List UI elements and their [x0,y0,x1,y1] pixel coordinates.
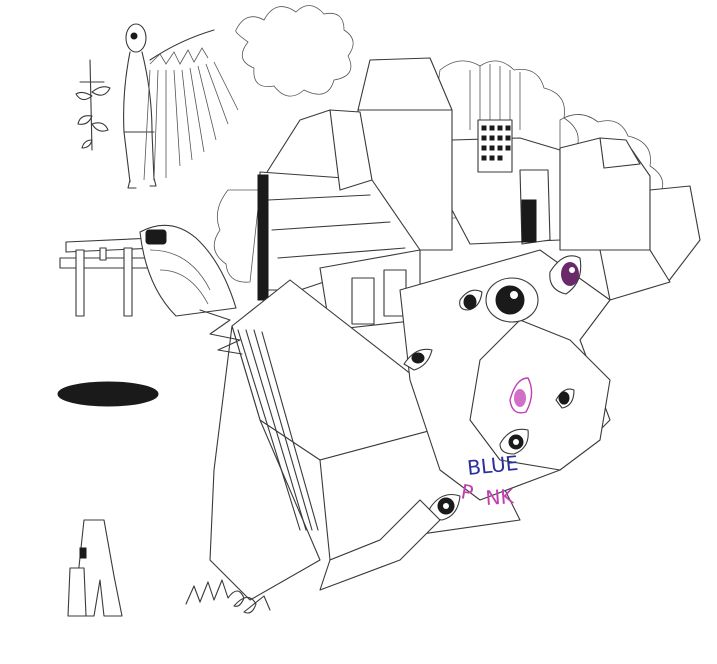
capsule-shape [139,224,243,355]
dark-oval [57,381,159,407]
building-cluster [257,57,701,331]
eye-small-left [459,289,483,311]
pink-nk-text: NK [485,484,516,510]
eye-narrow [403,348,433,371]
eye-large-right [549,255,582,295]
plant-stalk [75,59,111,151]
tower-windows [481,125,511,161]
eye-large-left [485,277,539,323]
scribble-bottom [185,579,271,614]
eye-bottom [429,493,461,521]
eye-pink [509,377,533,414]
winged-figure [123,23,239,189]
eye-small-right [555,388,575,409]
slab-footer [319,499,441,591]
pink-p-text: P [459,479,475,505]
boots-figure [67,519,123,617]
blue-text: BLUE [466,451,519,480]
eye-middle [499,428,529,455]
tilted-slab [209,279,521,601]
face-block: BLUE P NK [399,249,671,521]
